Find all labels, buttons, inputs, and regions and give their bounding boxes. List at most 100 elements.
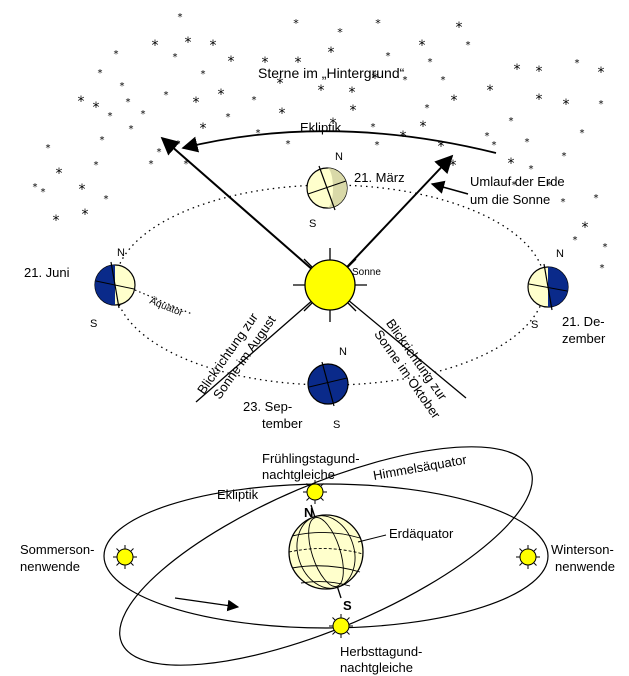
star-icon: * [419,38,426,54]
star-icon: * [41,187,46,198]
star-icon: * [184,159,189,170]
sightline-august [195,284,331,403]
star-icon: * [295,55,302,71]
star-icon: * [580,128,585,139]
star-icon: * [185,35,192,51]
star-icon: * [438,139,445,155]
equator-label: Äquator [148,295,186,319]
december-north-label: N [556,248,564,260]
star-icon: * [529,164,534,175]
star-icon: * [350,103,357,119]
sightline-june [160,136,331,286]
spring-label-line2: nachtgleiche [262,467,335,482]
star-icon: * [425,103,430,114]
star-icon: * [176,139,181,150]
star-icon: * [330,116,337,132]
star-icon: * [594,193,599,204]
star-icon: * [525,137,530,148]
orbit-direction-arrow [430,180,469,195]
star-icon: * [33,182,38,193]
orbit-label-line2: um die Sonne [470,192,550,207]
star-icon: * [53,213,60,229]
star-icon: * [512,180,517,191]
star-icon: * [451,93,458,109]
march-label: 21. März [354,170,405,185]
earth-march-icon [306,165,348,211]
star-icon: * [262,55,269,71]
sun-autumn-icon [329,614,353,638]
view-october-label: Blickrichtung zur Sonne im Oktober [371,316,450,422]
september-south-label: S [333,419,340,431]
star-icon: * [337,26,343,39]
star-icon: * [372,71,379,87]
star-icon: * [349,85,356,101]
summer-label-line1: Sommerson- [20,542,94,557]
sun-icon [293,248,367,322]
earth-december-icon [527,263,569,311]
star-icon: * [129,124,134,135]
star-icon: * [293,17,299,30]
star-icon: * [492,140,497,151]
september-label-line2: tember [262,416,303,431]
celestial-equator-ellipse [119,446,533,666]
star-icon: * [104,194,109,205]
june-south-label: S [90,318,97,330]
globe-north-label: N [304,505,313,520]
autumn-label-line2: nachtgleiche [340,660,413,675]
star-icon: * [152,38,159,54]
star-icon: * [201,69,206,80]
star-icon: * [508,156,515,172]
september-north-label: N [339,346,347,358]
star-icon: * [120,81,125,92]
sun-summer-icon [113,545,137,569]
december-south-label: S [531,319,538,331]
sun-spring-icon [303,480,327,504]
star-icon: * [256,128,261,139]
sightline-october [329,284,467,399]
star-icon: * [547,180,552,191]
star-icon: * [456,20,463,36]
star-icon: * [114,49,119,60]
star-icon: * [79,182,86,198]
earth-june-icon [94,261,136,309]
star-icon: * [441,75,446,86]
star-icon: * [371,122,376,133]
star-icon: * [386,51,391,62]
star-icon: * [93,100,100,116]
star-icon: * [82,207,89,223]
equator-line [134,289,193,315]
star-icon: * [403,75,408,86]
september-label-line1: 23. Sep- [243,399,292,414]
autumn-label-line1: Herbsttagund- [340,644,422,659]
earth-september-icon [307,361,349,407]
star-icon: * [600,263,605,274]
orbit-label-line1: Umlauf der Erde [470,174,565,189]
star-icon: * [218,87,225,103]
star-icon: * [575,58,580,69]
star-icon: * [562,151,567,162]
ecliptic-arc [181,130,497,154]
ecliptic-label: Ekliptik [300,120,342,135]
star-icon: * [210,38,217,54]
star-icon: * [252,95,257,106]
december-label-line2: zember [562,331,606,346]
spring-label-line1: Frühlingstagund- [262,451,360,466]
star-icon: * [200,121,207,137]
star-icon: * [428,57,433,68]
star-icon: * [178,12,183,23]
star-icon: * [94,160,99,171]
december-label-line1: 21. De- [562,314,605,329]
star-icon: * [46,143,51,154]
star-icon: * [536,64,543,80]
sun-winter-icon [516,545,540,569]
star-icon: * [193,95,200,111]
star-icon: * [78,94,85,110]
stars-label: Sterne im „Hintergrund“ [258,65,405,81]
star-icon: * [375,140,380,151]
star-icon: * [598,65,605,81]
star-icon: * [126,97,131,108]
star-icon: * [173,52,178,63]
star-icon: * [318,83,325,99]
star-icon: * [485,131,490,142]
